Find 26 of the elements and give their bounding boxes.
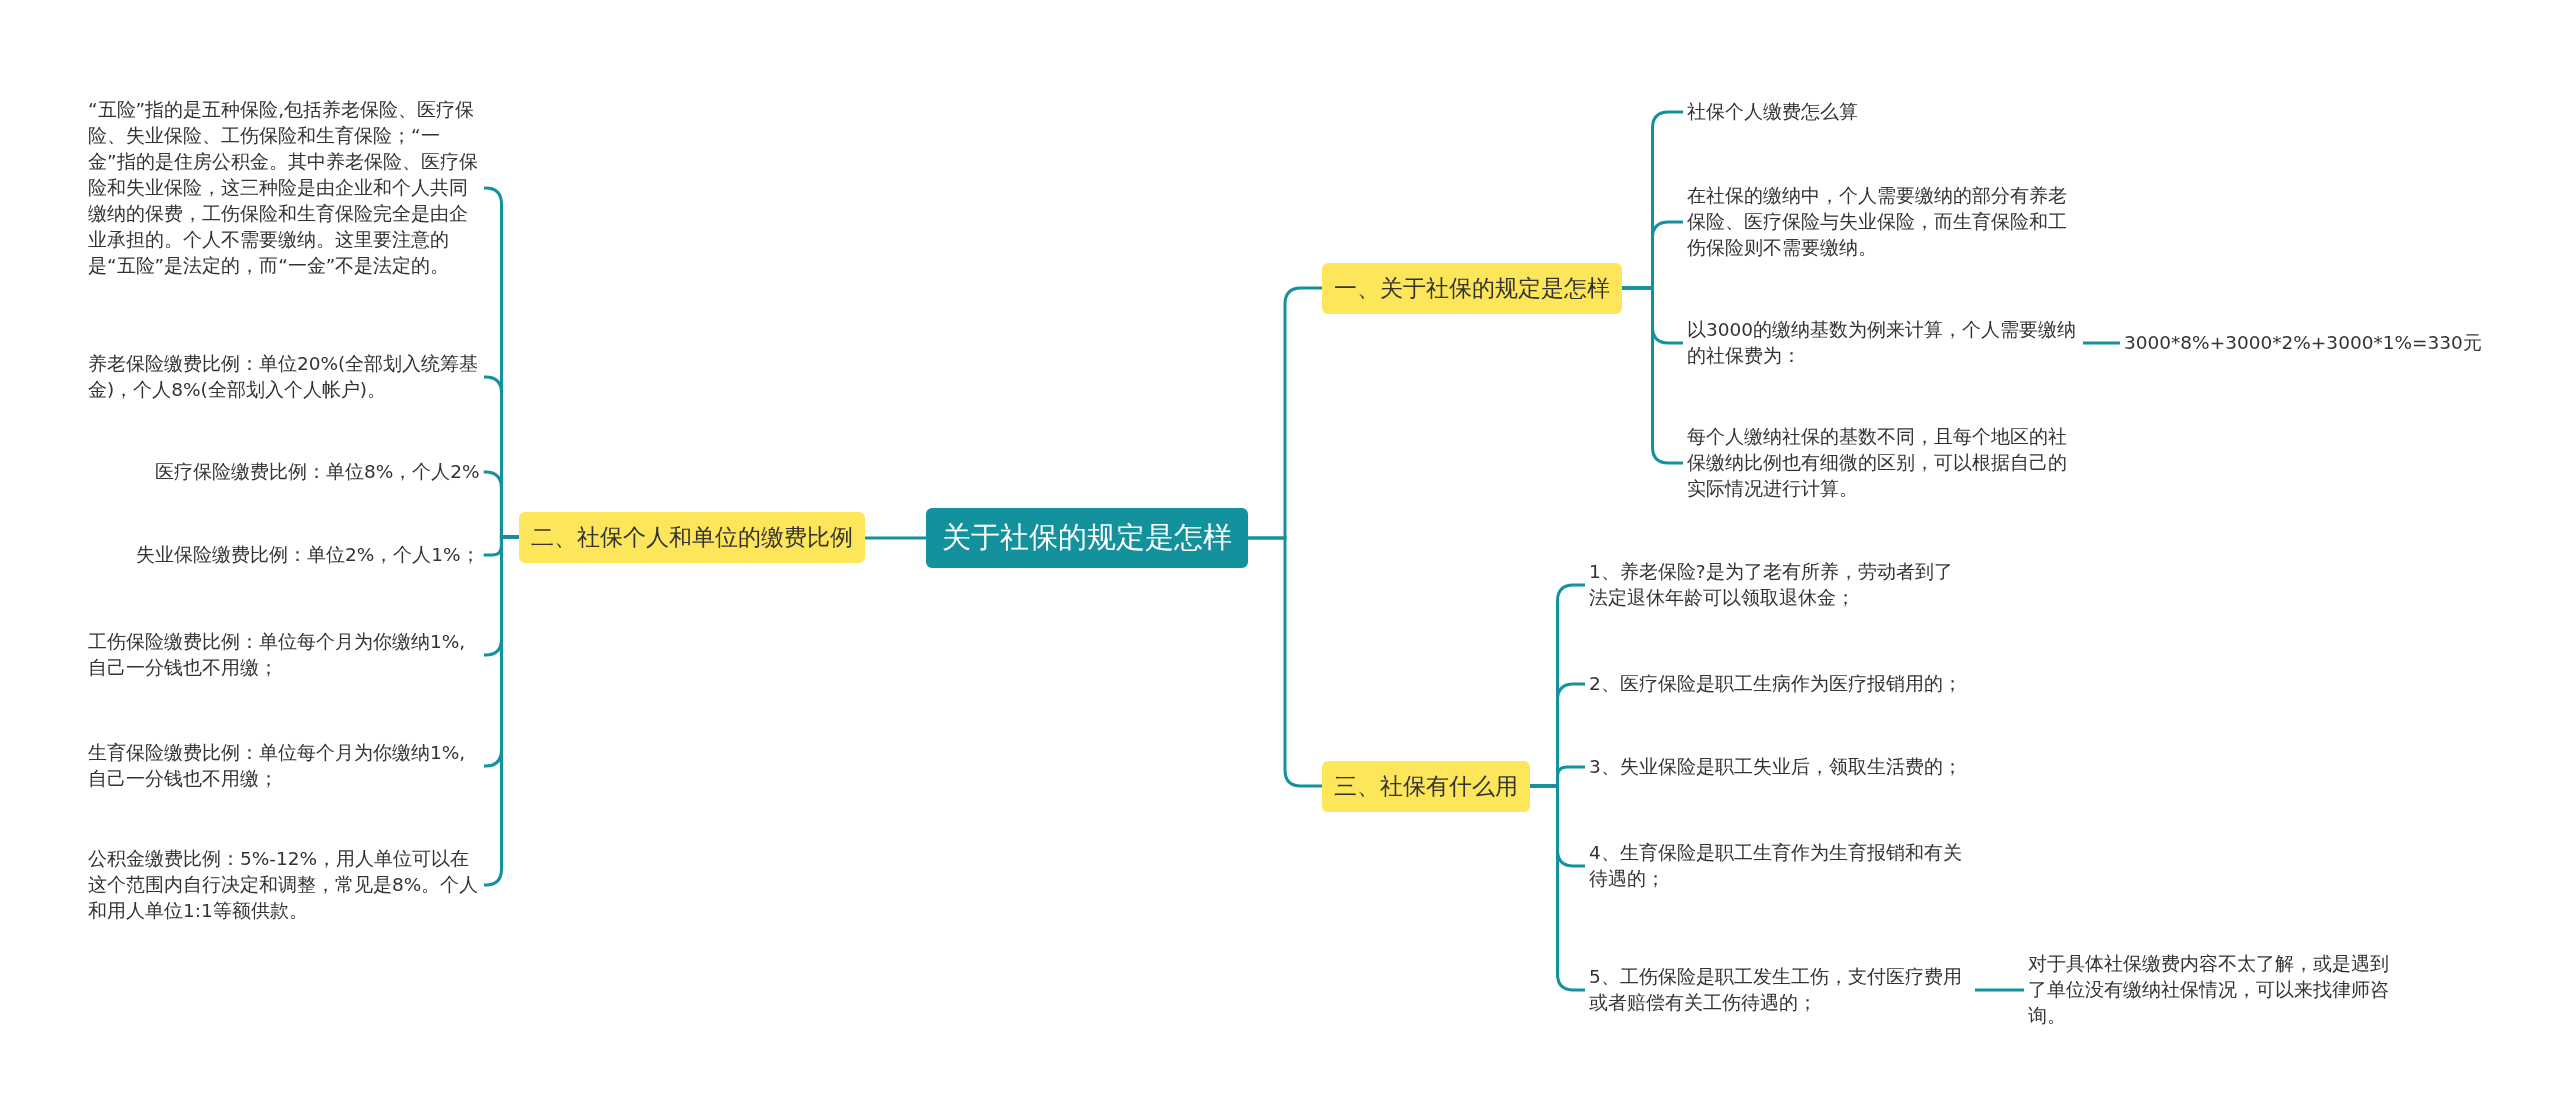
subtopic-text: 医疗保险缴费比例：单位8%，个人2% bbox=[151, 459, 484, 485]
subtopic-text: 工伤保险缴费比例：单位每个月为你缴纳1%,自己一分钱也不用缴； bbox=[84, 629, 484, 681]
subtopic-text: 5、工伤保险是职工发生工伤，支付医疗费用或者赔偿有关工伤待遇的； bbox=[1585, 964, 1975, 1016]
connector bbox=[865, 536, 926, 540]
connector bbox=[2083, 341, 2120, 345]
connector bbox=[1248, 536, 1322, 788]
subtopic-text: “五险”指的是五种保险,包括养老保险、医疗保险、失业保险、工伤保险和生育保险；“一金”指的是住房公积金。其中养老保险、医疗保险和失业保险，这三种险是由企业和个人共同缴纳的保费，工伤保险和生育保险完全是由企业承担的。个人不需要缴纳。这里要注意的是“五险”是法定的，而“一金”不是法定的。 bbox=[84, 97, 484, 279]
subtopic-text: 对于具体社保缴费内容不太了解，或是遇到了单位没有缴纳社保情况，可以来找律师咨询。 bbox=[2024, 951, 2409, 1029]
subtopic-text: 在社保的缴纳中，个人需要缴纳的部分有养老保险、医疗保险与失业保险，而生育保险和工伤保险则不需要缴纳。 bbox=[1683, 183, 2083, 261]
subtopic-text: 养老保险缴费比例：单位20%(全部划入统筹基金)，个人8%(全部划入个人帐户)。 bbox=[84, 351, 484, 403]
connector bbox=[1975, 988, 2024, 992]
central-topic-box: 关于社保的规定是怎样 bbox=[926, 508, 1248, 568]
subtopic-text: 生育保险缴费比例：单位每个月为你缴纳1%,自己一分钱也不用缴； bbox=[84, 740, 484, 792]
subtopic-text: 公积金缴费比例：5%-12%，用人单位可以在这个范围内自行决定和调整，常见是8%。个人和用人单位1:1等额供款。 bbox=[84, 846, 484, 924]
subtopic-text: 2、医疗保险是职工生病作为医疗报销用的； bbox=[1585, 671, 1966, 697]
subtopic-text: 4、生育保险是职工生育作为生育报销和有关待遇的； bbox=[1585, 840, 1975, 892]
subtopic-text: 失业保险缴费比例：单位2%，个人1%； bbox=[132, 542, 484, 568]
topic-box: 一、关于社保的规定是怎样 bbox=[1322, 262, 1622, 314]
subtopic-text: 每个人缴纳社保的基数不同，且每个地区的社保缴纳比例也有细微的区别，可以根据自己的实际情况进行计算。 bbox=[1683, 424, 2083, 502]
topic-box: 二、社保个人和单位的缴费比例 bbox=[519, 511, 865, 563]
subtopic-text: 1、养老保险?是为了老有所养，劳动者到了法定退休年龄可以领取退休金； bbox=[1585, 559, 1975, 611]
subtopic-text: 社保个人缴费怎么算 bbox=[1683, 99, 1862, 125]
subtopic-text: 3、失业保险是职工失业后，领取生活费的； bbox=[1585, 754, 1966, 780]
subtopic-text: 3000*8%+3000*2%+3000*1%=330元 bbox=[2120, 330, 2486, 356]
topic-box: 三、社保有什么用 bbox=[1322, 760, 1530, 812]
subtopic-text: 以3000的缴纳基数为例来计算，个人需要缴纳的社保费为： bbox=[1683, 317, 2083, 369]
